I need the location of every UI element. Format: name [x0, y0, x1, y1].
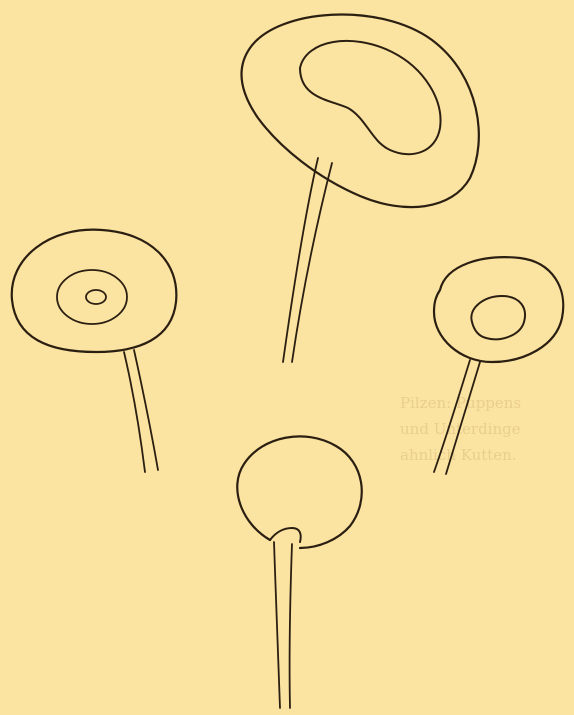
ghost-line-1: Pilzen: Puppens	[400, 394, 521, 412]
large-cap-inner-kidney	[300, 41, 441, 154]
left-cap-center-spot	[86, 290, 106, 304]
specimen-bottom-round-cap	[237, 436, 362, 708]
left-cap-stem-right	[134, 350, 158, 470]
large-cap-stem-left	[283, 158, 318, 362]
right-cap-outer-rim	[434, 257, 563, 362]
round-cap-stem-collar	[270, 528, 301, 542]
right-cap-inner-oval	[471, 296, 525, 339]
specimen-right-oval-cap	[434, 257, 563, 474]
specimen-large-kidney-cap	[242, 15, 479, 362]
round-cap-stem-right	[290, 544, 292, 708]
round-cap-stem-left	[274, 542, 280, 708]
specimen-left-concentric-cap	[12, 230, 177, 472]
left-cap-middle-ring	[57, 270, 127, 324]
large-cap-outer-rim	[242, 15, 479, 208]
ghost-line-3: ahnlich Kutten.	[400, 446, 517, 464]
left-cap-stem-left	[124, 352, 145, 472]
